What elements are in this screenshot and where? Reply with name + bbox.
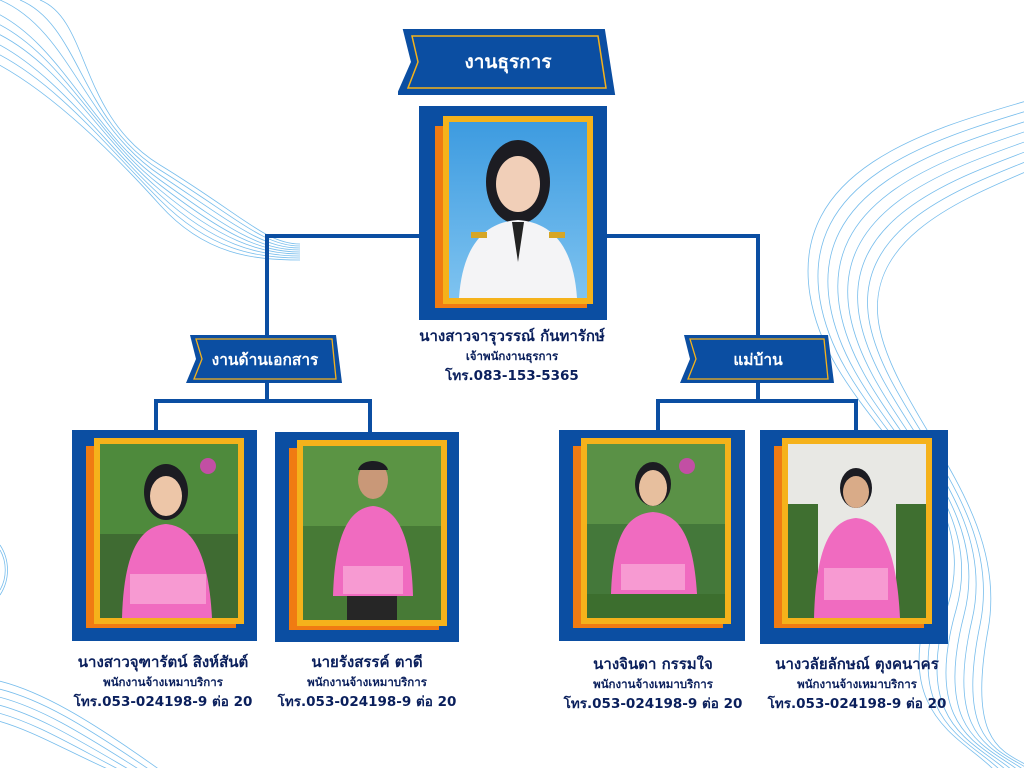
person-name: นางสาวจารุวรรณ์ กันทารักษ์ [419, 327, 605, 345]
photo-frame-member-1 [72, 430, 257, 641]
person-phone: โทร.083-153-5365 [445, 368, 579, 384]
connector-right-stem [756, 382, 760, 402]
person-card-member-3: นางจินดา กรรมใจ พนักงานจ้างเหมาบริการ โท… [540, 654, 766, 714]
photo-frame-member-4 [760, 430, 948, 644]
section-title-left: งานด้านเอกสาร [211, 350, 319, 369]
connector-left-stem [265, 382, 269, 402]
connector-right-drop-1 [656, 399, 660, 433]
connector-left-drop-1 [154, 399, 158, 433]
person-card-member-4: นางวลัยลักษณ์ ตุงคนาคร พนักงานจ้างเหมาบร… [744, 654, 970, 714]
photo-frame-member-2 [275, 432, 459, 642]
person-name: นางจินดา กรรมใจ [593, 655, 713, 673]
section-title-right: แม่บ้าน [733, 350, 783, 369]
person-phone: โทร.053-024198-9 ต่อ 20 [563, 696, 743, 712]
connector-top-left-v [265, 234, 269, 338]
person-card-member-2: นายรังสรรค์ ตาดี พนักงานจ้างเหมาบริการ โ… [254, 652, 480, 712]
portrait-photo-member-3 [587, 444, 725, 618]
portrait-photo-member-2 [303, 446, 441, 620]
person-role: เจ้าพนักงานธุรการ [465, 349, 559, 363]
person-phone: โทร.053-024198-9 ต่อ 20 [73, 694, 253, 710]
section-banner-right: แม่บ้าน [680, 333, 836, 385]
connector-left-h [154, 399, 372, 403]
person-card-member-1: นางสาวจุฑารัตน์ สิงห์สันต์ พนักงานจ้างเห… [38, 652, 288, 712]
wave-decoration-top-left [0, 0, 301, 261]
portrait-photo-member-4 [788, 444, 926, 618]
wave-decoration-bottom-left [0, 680, 158, 768]
person-phone: โทร.053-024198-9 ต่อ 20 [277, 694, 457, 710]
portrait-photo-member-1 [100, 444, 238, 618]
connector-right-h [656, 399, 858, 403]
connector-top-right-h [600, 234, 760, 238]
connector-top-right-v [756, 234, 760, 338]
person-card-head: นางสาวจารุวรรณ์ กันทารักษ์ เจ้าพนักงานธุ… [362, 326, 662, 386]
section-title-top: งานธุรการ [464, 51, 552, 73]
connector-left-drop-2 [368, 399, 372, 433]
section-banner-top: งานธุรการ [398, 26, 618, 98]
person-name: นางวลัยลักษณ์ ตุงคนาคร [775, 655, 939, 673]
person-role: พนักงานจ้างเหมาบริการ [103, 675, 223, 689]
person-name: นางสาวจุฑารัตน์ สิงห์สันต์ [77, 653, 249, 671]
section-banner-left: งานด้านเอกสาร [186, 333, 344, 385]
person-role: พนักงานจ้างเหมาบริการ [593, 677, 713, 691]
connector-top-left-h [265, 234, 425, 238]
wave-decoration-left-mid [0, 544, 8, 596]
photo-frame-member-3 [559, 430, 745, 641]
connector-right-drop-2 [854, 399, 858, 433]
person-name: นายรังสรรค์ ตาดี [311, 653, 423, 671]
person-role: พนักงานจ้างเหมาบริการ [797, 677, 917, 691]
person-role: พนักงานจ้างเหมาบริการ [307, 675, 427, 689]
portrait-photo-head [449, 122, 587, 298]
photo-frame-head [419, 106, 607, 320]
person-phone: โทร.053-024198-9 ต่อ 20 [767, 696, 947, 712]
